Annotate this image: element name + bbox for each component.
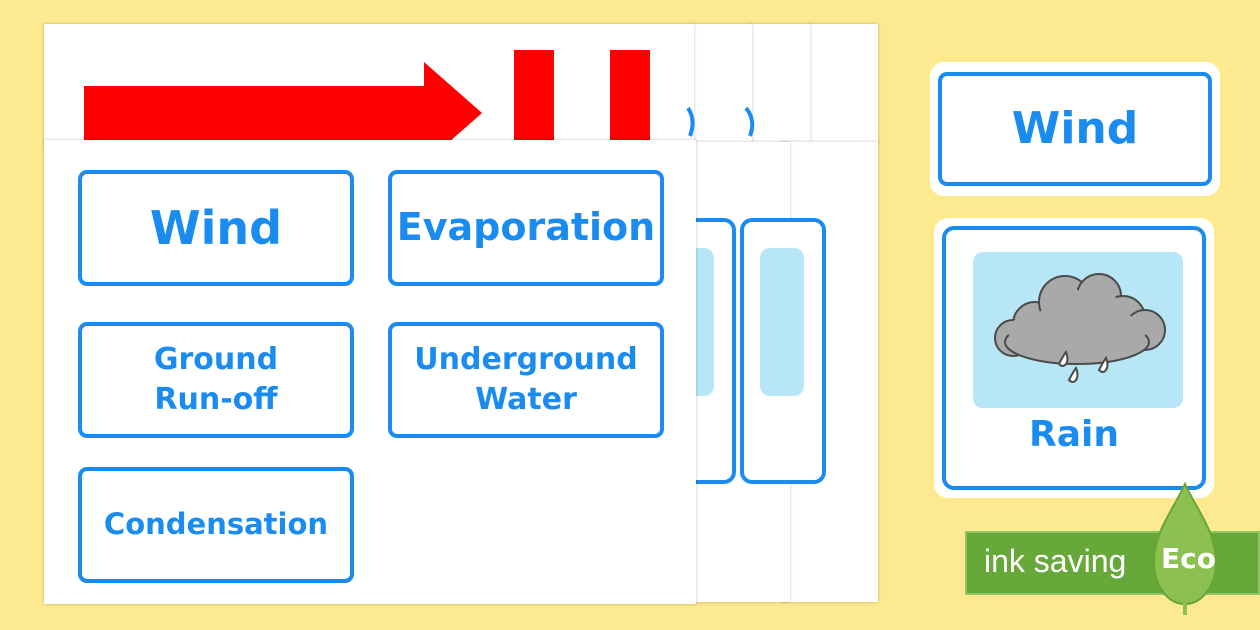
red-arrow-icon [84, 50, 650, 144]
word-cards-sheet: Wind Evaporation Ground Run-off Undergro… [44, 140, 696, 604]
underground-water-card: Underground Water [388, 322, 664, 438]
arrow-sheet [44, 24, 694, 144]
eco-label: Eco [1161, 542, 1216, 575]
peeking-picture-card-2 [740, 218, 826, 484]
eco-leaf-icon [1152, 482, 1218, 615]
peeking-picture-2 [760, 248, 804, 396]
stacked-sheet-back-2 [692, 24, 752, 144]
ink-saving-text: ink saving [984, 543, 1127, 579]
evaporation-card-label: Evaporation [396, 205, 656, 250]
underground-water-line-1: Underground [414, 341, 638, 377]
wind-preview-tile: Wind [930, 62, 1220, 196]
stacked-sheet-back-3 [750, 24, 810, 144]
wind-card-label: Wind [149, 200, 283, 255]
ground-runoff-line-2: Run-off [154, 382, 278, 417]
condensation-card: Condensation [78, 467, 354, 583]
underground-water-line-2: Water [475, 382, 577, 417]
stacked-sheet-back-4 [808, 24, 878, 144]
rain-preview-card: Rain [942, 226, 1206, 490]
wind-preview-label: Wind [1011, 103, 1139, 155]
evaporation-card: Evaporation [388, 170, 664, 286]
stacked-sheet-edge-marks [686, 106, 755, 137]
ground-runoff-card: Ground Run-off [78, 322, 354, 438]
wind-card: Wind [78, 170, 354, 286]
rain-cloud-icon [994, 273, 1166, 383]
wind-preview-card: Wind [938, 72, 1212, 186]
rain-preview-tile: Rain [934, 218, 1214, 498]
rain-preview-label: Rain [1029, 414, 1119, 455]
ground-runoff-line-1: Ground [153, 341, 279, 377]
condensation-card-label: Condensation [103, 507, 329, 542]
rain-picture [973, 252, 1183, 408]
